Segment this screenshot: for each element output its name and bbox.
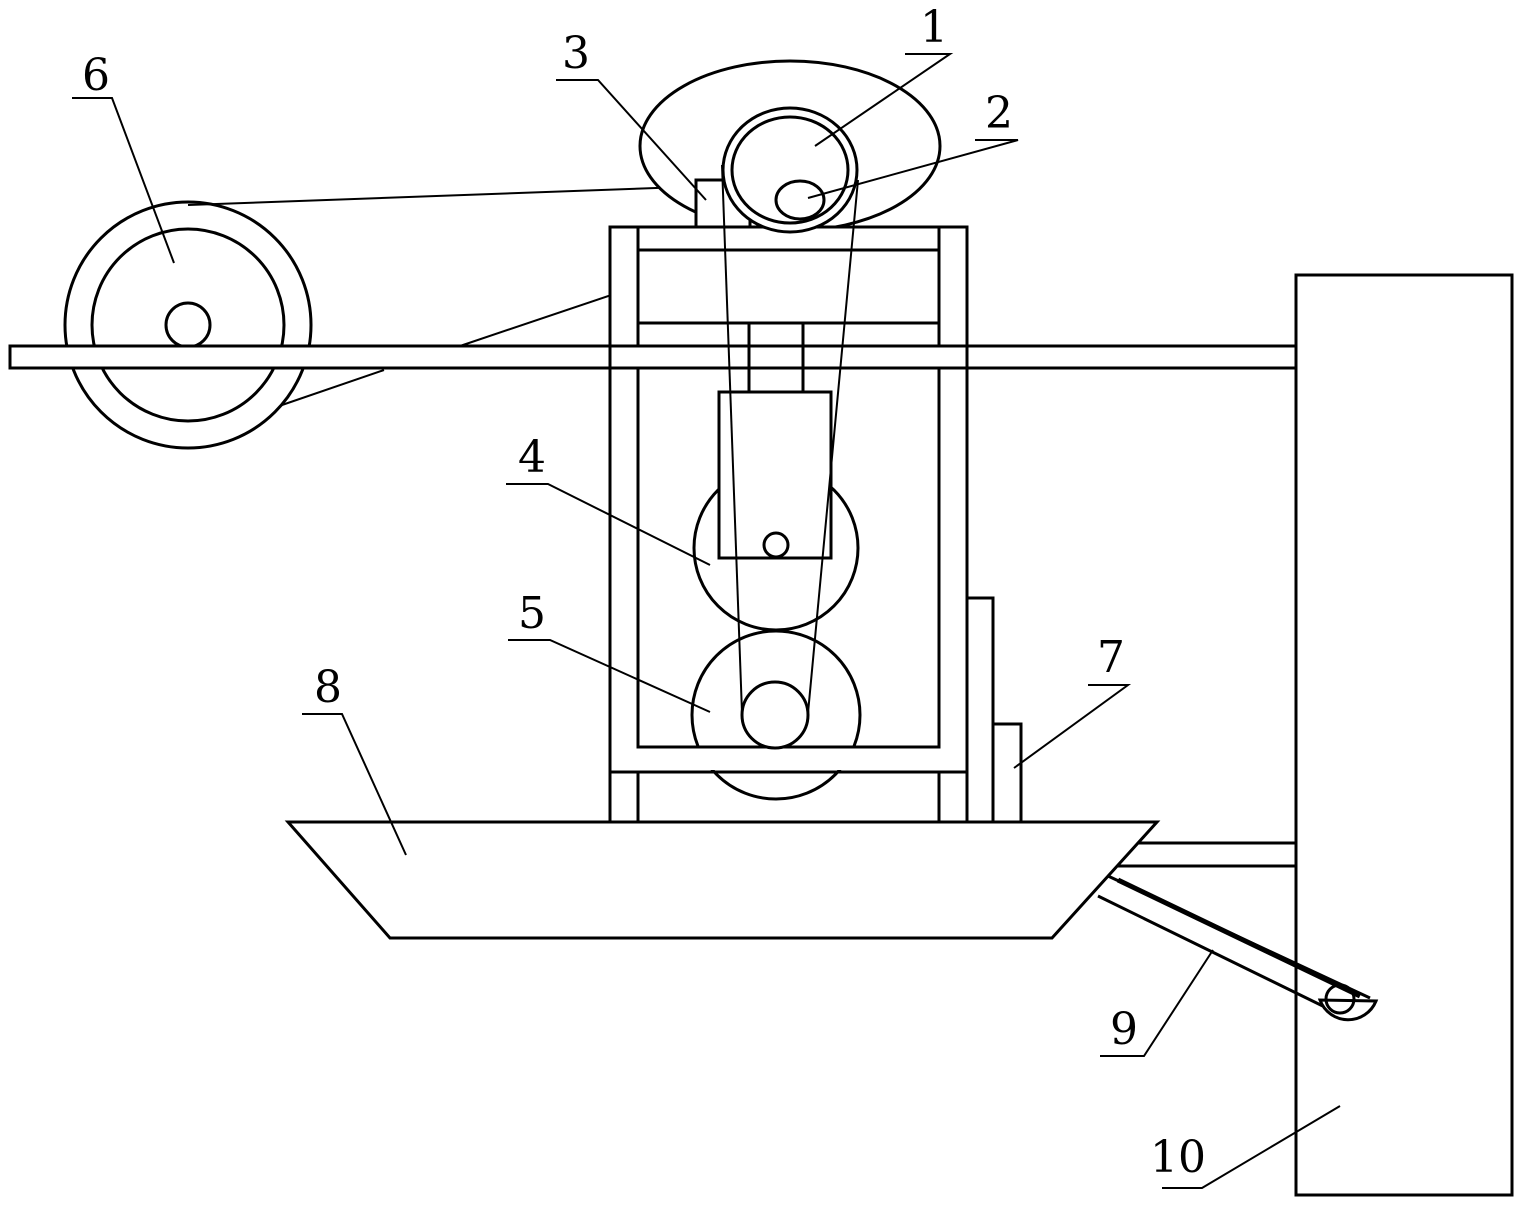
label-1: 1 — [920, 2, 948, 53]
leader-lines — [72, 53, 1341, 1189]
label-9: 9 — [1110, 1004, 1138, 1055]
belt-diagonal — [459, 285, 639, 347]
lower-hub — [740, 680, 810, 750]
eccentric-pin — [774, 179, 826, 221]
trough-bracket — [1118, 841, 1296, 868]
trough — [284, 820, 1161, 940]
belt-lower — [281, 369, 385, 406]
inclined-chute — [1097, 874, 1379, 1022]
lower-wheel — [690, 629, 862, 801]
wall-column — [1294, 273, 1514, 1197]
rod-left — [721, 164, 743, 714]
label-7: 7 — [1097, 632, 1125, 683]
label-2: 2 — [985, 88, 1013, 139]
step-block — [967, 596, 1023, 822]
label-4: 4 — [518, 432, 546, 483]
rod-right — [807, 179, 859, 714]
label-8: 8 — [314, 662, 342, 713]
slider-pin — [762, 531, 790, 559]
label-10: 10 — [1150, 1132, 1206, 1183]
label-6: 6 — [82, 50, 110, 101]
belt-upper — [187, 184, 741, 206]
top-ring-outer — [721, 106, 859, 234]
label-3: 3 — [562, 28, 590, 79]
slider-box — [717, 390, 833, 560]
label-5: 5 — [518, 588, 546, 639]
top-ring-inner — [730, 115, 850, 225]
